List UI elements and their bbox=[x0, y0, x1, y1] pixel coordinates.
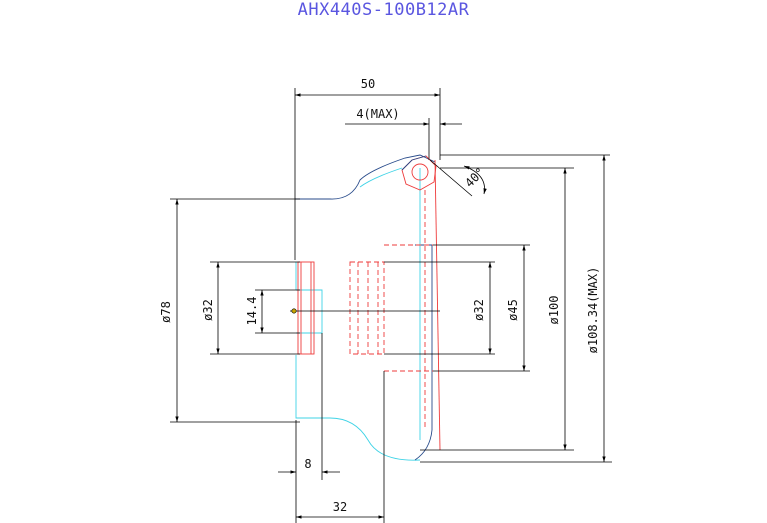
dim-4max: 4(MAX) bbox=[356, 107, 399, 121]
dim-dia100: ø100 bbox=[547, 296, 561, 325]
dim-8: 8 bbox=[304, 457, 311, 471]
left-stub bbox=[296, 289, 323, 334]
dimension-labels: 50 4(MAX) 40° ø78 ø32 14.4 ø32 ø45 ø100 … bbox=[159, 77, 600, 514]
main-body-right bbox=[414, 244, 433, 461]
dim-dia78: ø78 bbox=[159, 301, 173, 323]
upper-inner-outline bbox=[359, 167, 403, 188]
hidden-features bbox=[297, 155, 441, 451]
octagon-head bbox=[401, 155, 437, 191]
part-outline bbox=[295, 154, 436, 461]
drawing-title: AHX440S-100B12AR bbox=[297, 0, 470, 20]
dim-angle: 40° bbox=[462, 165, 487, 190]
outer-housing bbox=[384, 190, 433, 430]
dim-14-4: 14.4 bbox=[245, 297, 259, 326]
spline-body bbox=[349, 261, 385, 355]
upper-outline bbox=[295, 154, 436, 200]
dimension-lines bbox=[170, 88, 612, 523]
hub-left-flange bbox=[297, 261, 315, 355]
dim-50: 50 bbox=[361, 77, 375, 91]
dim-dia45: ø45 bbox=[506, 299, 520, 321]
dim-32-length: 32 bbox=[333, 500, 347, 514]
lower-outline bbox=[295, 355, 421, 461]
dim-dia32-right: ø32 bbox=[472, 299, 486, 321]
dim-dia108: ø108.34(MAX) bbox=[586, 267, 600, 354]
dim-dia32-left: ø32 bbox=[201, 299, 215, 321]
